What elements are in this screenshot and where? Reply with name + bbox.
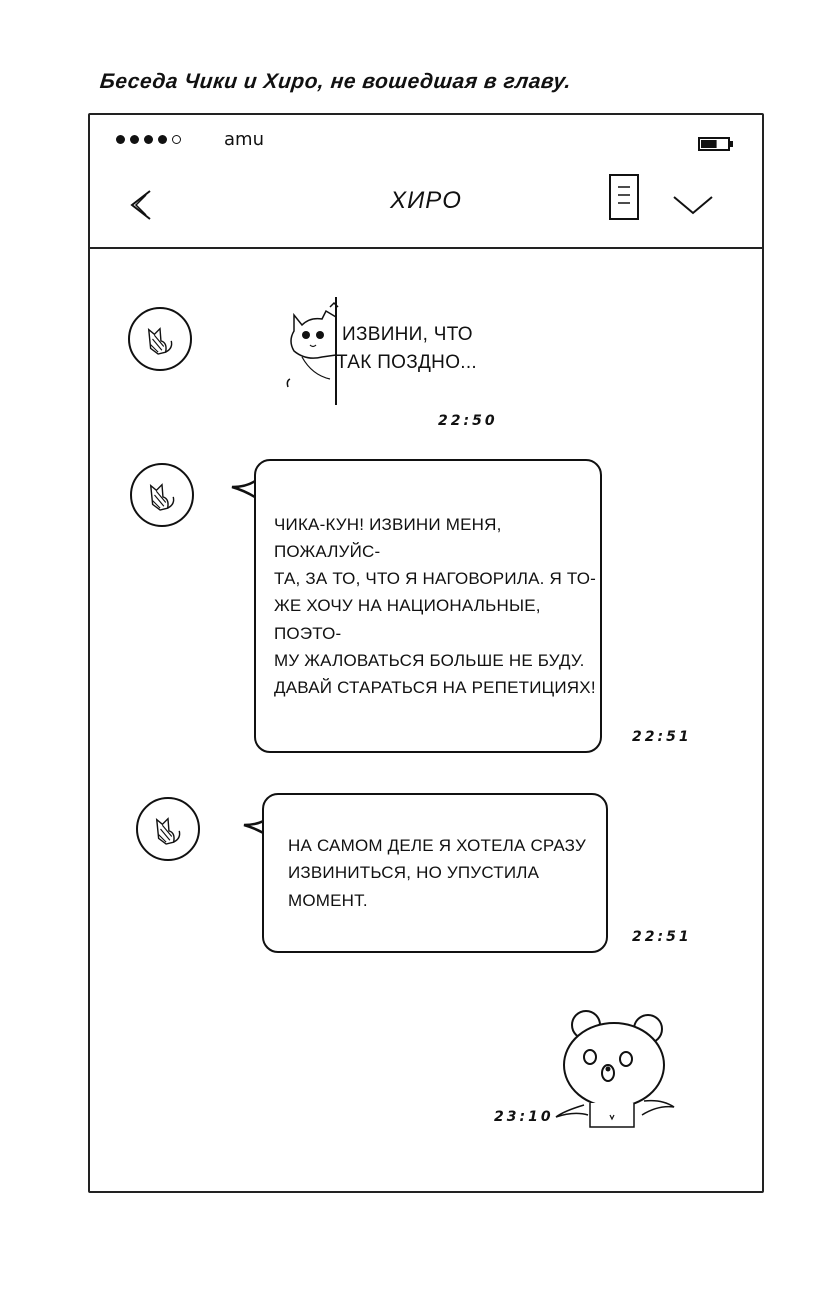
message-timestamp: 22:51 [632, 729, 692, 745]
cat-peeking-sticker [286, 297, 339, 405]
signal-dot [144, 135, 153, 144]
signal-dot [130, 135, 139, 144]
phone-frame: amu ХИРО [88, 113, 764, 1193]
signal-dot [172, 135, 181, 144]
message-timestamp: 22:50 [438, 413, 498, 429]
message-bubble[interactable]: НА САМОМ ДЕЛЕ Я ХОТЕЛА СРАЗУ ИЗВИНИТЬСЯ,… [262, 793, 608, 953]
signal-dot [158, 135, 167, 144]
status-bar: amu [90, 115, 762, 165]
carrier-name: amu [224, 129, 264, 150]
contact-avatar[interactable] [136, 797, 200, 861]
message-bubble[interactable]: ЧИКА-КУН! ИЗВИНИ МЕНЯ, ПОЖАЛУЙС- ТА, ЗА … [254, 459, 602, 753]
contact-avatar[interactable] [128, 307, 192, 371]
battery-icon [698, 137, 733, 151]
chat-header: ХИРО [90, 165, 762, 249]
message-text: ЧИКА-КУН! ИЗВИНИ МЕНЯ, ПОЖАЛУЙС- ТА, ЗА … [274, 514, 597, 697]
signal-strength-icon [116, 135, 181, 144]
chevron-down-icon[interactable] [672, 193, 714, 217]
cat-avatar-icon [147, 327, 173, 355]
signal-dot [116, 135, 125, 144]
cat-avatar-icon [149, 483, 175, 511]
message-timestamp: 23:10 [494, 1109, 554, 1125]
chat-title: ХИРО [390, 187, 462, 214]
page-caption: Беседа Чики и Хиро, не вошедшая в главу. [98, 70, 573, 93]
back-chevron-icon[interactable] [126, 185, 156, 225]
notes-icon[interactable] [608, 173, 640, 221]
bubble-tail [231, 478, 259, 501]
bear-sticker [555, 1010, 675, 1128]
message-text: НА САМОМ ДЕЛЕ Я ХОТЕЛА СРАЗУ ИЗВИНИТЬСЯ,… [288, 836, 586, 910]
message-timestamp: 22:51 [632, 929, 692, 945]
sticker-caption: ИЗВИНИ, ЧТО ТАК ПОЗДНО... [336, 324, 478, 373]
cat-avatar-icon [155, 817, 181, 845]
contact-avatar[interactable] [130, 463, 194, 527]
